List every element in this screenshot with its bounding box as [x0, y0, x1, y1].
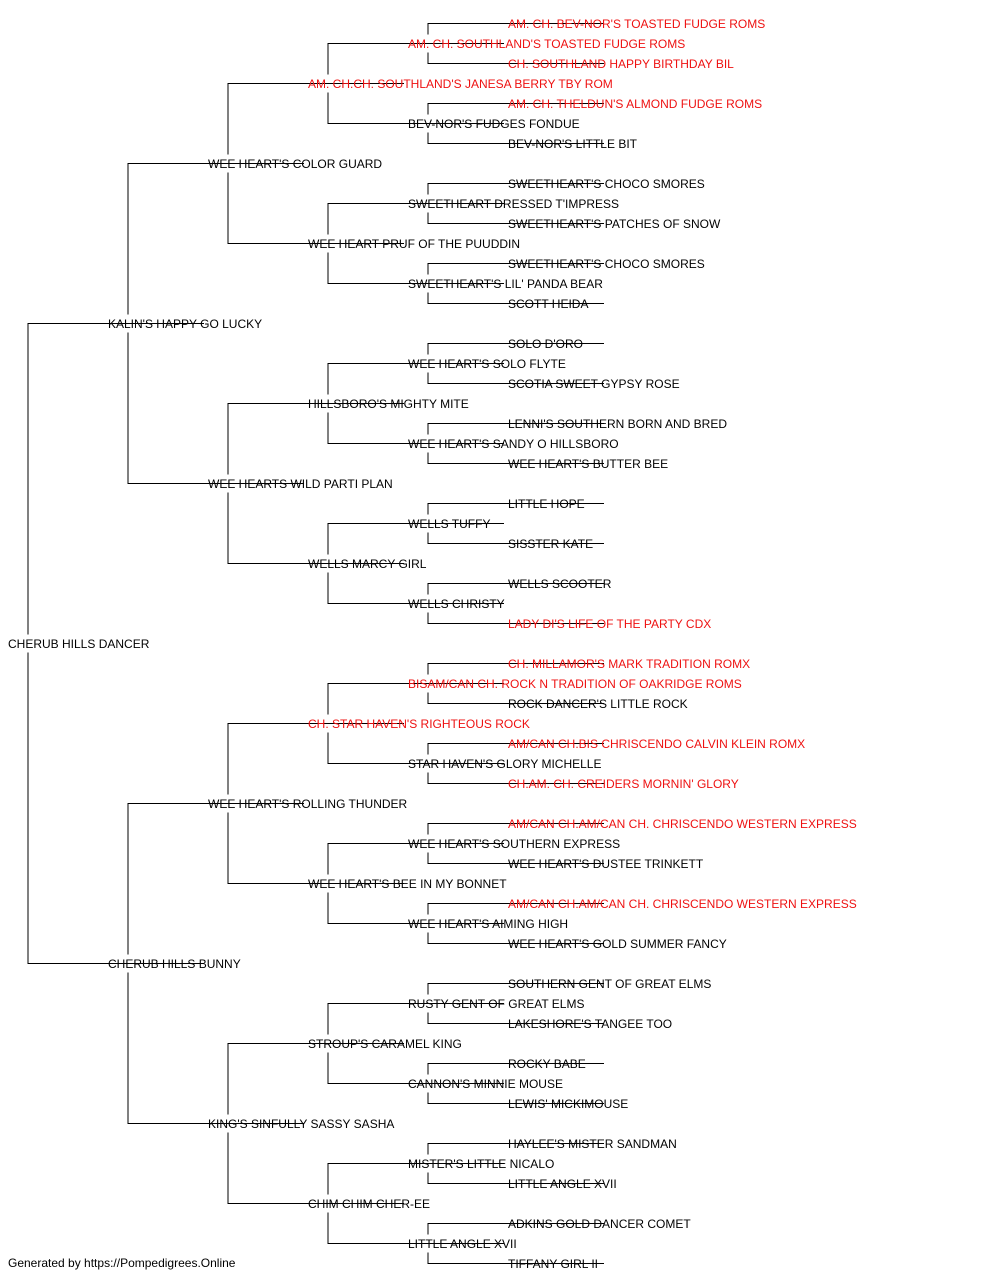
- ancestor-name: BEV-NOR'S LITTLE BIT: [508, 137, 638, 151]
- ancestor-name: CH. STAR HAVEN'S RIGHTEOUS ROCK: [308, 717, 530, 731]
- pedigree-connector: [427, 1063, 604, 1104]
- ancestor-name: WEE HEART'S SOUTHERN EXPRESS: [408, 837, 620, 851]
- ancestor-name: HAYLEE'S MISTER SANDMAN: [508, 1137, 677, 1151]
- pedigree-connector: [227, 723, 404, 884]
- pedigree-connector: [127, 163, 304, 484]
- ancestor-name: SWEETHEART'S PATCHES OF SNOW: [508, 217, 721, 231]
- ancestor-name: SWEETHEART DRESSED T'IMPRESS: [408, 197, 619, 211]
- pedigree-connector: [227, 403, 404, 564]
- pedigree-connector: [427, 663, 604, 704]
- ancestor-name: WEE HEART'S BEE IN MY BONNET: [308, 877, 507, 891]
- ancestor-name: LITTLE ANGLE XVII: [508, 1177, 617, 1191]
- ancestor-name: RUSTY GENT OF GREAT ELMS: [408, 997, 584, 1011]
- ancestor-name: STROUP'S CARAMEL KING: [308, 1037, 462, 1051]
- ancestor-name: WELLS TUFFY: [408, 517, 490, 531]
- pedigree-connector: [427, 263, 604, 304]
- ancestor-name: WEE HEART'S SOLO FLYTE: [408, 357, 566, 371]
- pedigree-connector: [127, 803, 304, 1124]
- ancestor-name: AM. CH. THELDUN'S ALMOND FUDGE ROMS: [508, 97, 762, 111]
- pedigree-connector: [327, 523, 504, 604]
- pedigree-connector: [427, 343, 604, 384]
- ancestor-name: WELLS SCOOTER: [508, 577, 612, 591]
- ancestor-name: KING'S SINFULLY SASSY SASHA: [208, 1117, 394, 1131]
- ancestor-name: SISSTER KATE: [508, 537, 593, 551]
- ancestor-name: LEWIS' MICKIMOUSE: [508, 1097, 628, 1111]
- pedigree-connector: [327, 1003, 504, 1084]
- pedigree-connector: [327, 203, 504, 284]
- pedigree-connector: [27, 323, 204, 964]
- pedigree-connector: [427, 823, 604, 864]
- ancestor-name: WEE HEART'S SANDY O HILLSBORO: [408, 437, 619, 451]
- pedigree-connector: [427, 23, 604, 64]
- ancestor-name: CANNON'S MINNIE MOUSE: [408, 1077, 563, 1091]
- ancestor-name: CH.AM. CH. CREIDERS MORNIN' GLORY: [508, 777, 739, 791]
- ancestor-name: WEE HEART'S ROLLING THUNDER: [208, 797, 408, 811]
- ancestor-name: SCOTT HEIDA: [508, 297, 588, 311]
- pedigree-connector: [427, 503, 604, 544]
- ancestor-name: AM. CH. SOUTHLAND'S TOASTED FUDGE ROMS: [408, 37, 685, 51]
- pedigree-connector: [327, 43, 504, 124]
- ancestor-name: MISTER'S LITTLE NICALO: [408, 1157, 554, 1171]
- ancestor-name: LITTLE HOPE: [508, 497, 585, 511]
- ancestor-name: WEE HEART'S GOLD SUMMER FANCY: [508, 937, 727, 951]
- pedigree-connector: [327, 363, 504, 444]
- ancestor-name: SCOTIA SWEET GYPSY ROSE: [508, 377, 680, 391]
- ancestor-name: HILLSBORO'S MIGHTY MITE: [308, 397, 469, 411]
- ancestor-name: WELLS CHRISTY: [408, 597, 505, 611]
- ancestor-name: ROCKY BABE: [508, 1057, 586, 1071]
- ancestor-name: CH. SOUTHLAND HAPPY BIRTHDAY BIL: [508, 57, 734, 71]
- ancestor-name: SWEETHEART'S LIL' PANDA BEAR: [408, 277, 603, 291]
- pedigree-connector: [327, 843, 504, 924]
- ancestor-name: AM. CH.CH. SOUTHLAND'S JANESA BERRY TBY …: [308, 77, 613, 91]
- ancestor-name: AM. CH. BEV-NOR'S TOASTED FUDGE ROMS: [508, 17, 765, 31]
- ancestor-name: CHERUB HILLS BUNNY: [108, 957, 241, 971]
- pedigree-connector: [327, 683, 504, 764]
- ancestor-name: LENNI'S SOUTHERN BORN AND BRED: [508, 417, 727, 431]
- ancestor-name: SWEETHEART'S CHOCO SMORES: [508, 177, 705, 191]
- ancestor-name: SOUTHERN GENT OF GREAT ELMS: [508, 977, 711, 991]
- ancestor-name: SOLO D'ORO: [508, 337, 583, 351]
- pedigree-connector: [327, 1163, 504, 1244]
- subject-dog-name: CHERUB HILLS DANCER: [8, 637, 150, 651]
- pedigree-connector: [427, 743, 604, 784]
- pedigree-connector: [427, 183, 604, 224]
- ancestor-name: WEE HEART PRUF OF THE PUUDDIN: [308, 237, 520, 251]
- pedigree-connector: [427, 103, 604, 144]
- pedigree-connector: [227, 83, 404, 244]
- ancestor-name: AM/CAN CH.BIS CHRISCENDO CALVIN KLEIN RO…: [508, 737, 805, 751]
- ancestor-name: WEE HEARTS WILD PARTI PLAN: [208, 477, 393, 491]
- ancestor-name: ROCK DANCER'S LITTLE ROCK: [508, 697, 688, 711]
- pedigree-connector: [227, 1043, 404, 1204]
- ancestor-name: STAR HAVEN'S GLORY MICHELLE: [408, 757, 601, 771]
- ancestor-name: LAKESHORE'S TANGEE TOO: [508, 1017, 672, 1031]
- ancestor-name: WEE HEART'S BUTTER BEE: [508, 457, 668, 471]
- footer-credit: Generated by https://Pompedigrees.Online: [8, 1256, 236, 1270]
- pedigree-connector: [427, 983, 604, 1024]
- ancestor-name: LITTLE ANGLE XVII: [408, 1237, 517, 1251]
- pedigree-connector: [427, 903, 604, 944]
- ancestor-name: KALIN'S HAPPY GO LUCKY: [108, 317, 262, 331]
- ancestor-name: WEE HEART'S COLOR GUARD: [208, 157, 382, 171]
- pedigree-connector: [427, 1223, 604, 1264]
- ancestor-name: CH. MILLAMOR'S MARK TRADITION ROMX: [508, 657, 750, 671]
- ancestor-name: CHIM CHIM CHER-EE: [308, 1197, 430, 1211]
- ancestor-name: TIFFANY GIRL II: [508, 1257, 598, 1271]
- ancestor-name: WEE HEART'S DUSTEE TRINKETT: [508, 857, 704, 871]
- ancestor-name: WELLS MARCY GIRL: [308, 557, 427, 571]
- pedigree-connector: [427, 583, 604, 624]
- ancestor-name: AM/CAN CH.AM/CAN CH. CHRISCENDO WESTERN …: [508, 817, 857, 831]
- ancestor-name: AM/CAN CH.AM/CAN CH. CHRISCENDO WESTERN …: [508, 897, 857, 911]
- ancestor-name: BEV-NOR'S FUDGES FONDUE: [408, 117, 580, 131]
- pedigree-connector: [427, 423, 604, 464]
- ancestor-name: BISAM/CAN CH. ROCK N TRADITION OF OAKRID…: [408, 677, 742, 691]
- pedigree-connector: [427, 1143, 604, 1184]
- ancestor-name: ADKINS GOLD DANCER COMET: [508, 1217, 691, 1231]
- ancestor-name: WEE HEART'S AIMING HIGH: [408, 917, 568, 931]
- ancestor-name: LADY DI'S LIFE OF THE PARTY CDX: [508, 617, 711, 631]
- ancestor-name: SWEETHEART'S CHOCO SMORES: [508, 257, 705, 271]
